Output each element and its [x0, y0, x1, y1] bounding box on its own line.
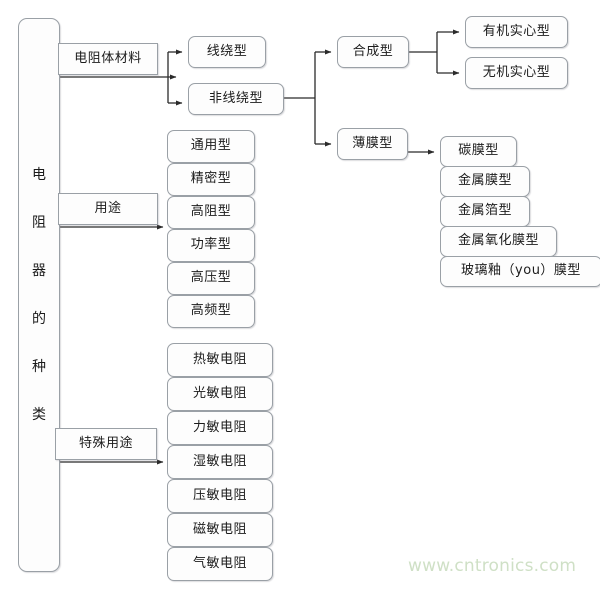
node-special-usage: 特殊用途 — [55, 428, 157, 460]
node-metal-foil: 金属箔型 — [440, 196, 530, 227]
node-carbon-film: 碳膜型 — [440, 136, 517, 167]
node-metal-oxide-film: 金属氧化膜型 — [440, 226, 557, 257]
node-high-voltage: 高压型 — [167, 262, 255, 295]
root-label-char: 器 — [32, 263, 46, 279]
node-wirewound: 线绕型 — [188, 36, 266, 68]
node-power: 功率型 — [167, 229, 255, 262]
root-label-char: 的 — [32, 311, 46, 327]
node-magneto-sensitive: 磁敏电阻 — [167, 513, 273, 547]
node-general: 通用型 — [167, 130, 255, 163]
node-humidity-sensitive: 湿敏电阻 — [167, 445, 273, 479]
node-synthetic: 合成型 — [337, 36, 409, 68]
node-thermistor: 热敏电阻 — [167, 343, 273, 377]
node-inorganic-solid: 无机实心型 — [465, 57, 568, 89]
node-gas-sensitive: 气敏电阻 — [167, 547, 273, 581]
node-force-sensitive: 力敏电阻 — [167, 411, 273, 445]
node-material: 电阻体材料 — [58, 43, 158, 75]
node-photoresistor: 光敏电阻 — [167, 377, 273, 411]
node-high-resistance: 高阻型 — [167, 196, 255, 229]
node-usage: 用途 — [58, 193, 158, 225]
root-label-char: 类 — [32, 407, 46, 423]
watermark: www.cntronics.com — [408, 556, 577, 576]
node-high-frequency: 高频型 — [167, 295, 255, 328]
root-label-char: 种 — [32, 359, 46, 375]
node-organic-solid: 有机实心型 — [465, 16, 568, 48]
root-label-char: 电 — [32, 167, 46, 183]
node-varistor: 压敏电阻 — [167, 479, 273, 513]
root-node-resistor-types: 电 阻 器 的 种 类 — [18, 18, 60, 572]
node-precision: 精密型 — [167, 163, 255, 196]
node-thin-film: 薄膜型 — [337, 128, 408, 160]
node-metal-film: 金属膜型 — [440, 166, 530, 197]
node-non-wirewound: 非线绕型 — [188, 83, 284, 115]
node-glass-glaze-film: 玻璃釉（you）膜型 — [440, 256, 600, 287]
root-label-char: 阻 — [32, 215, 46, 231]
